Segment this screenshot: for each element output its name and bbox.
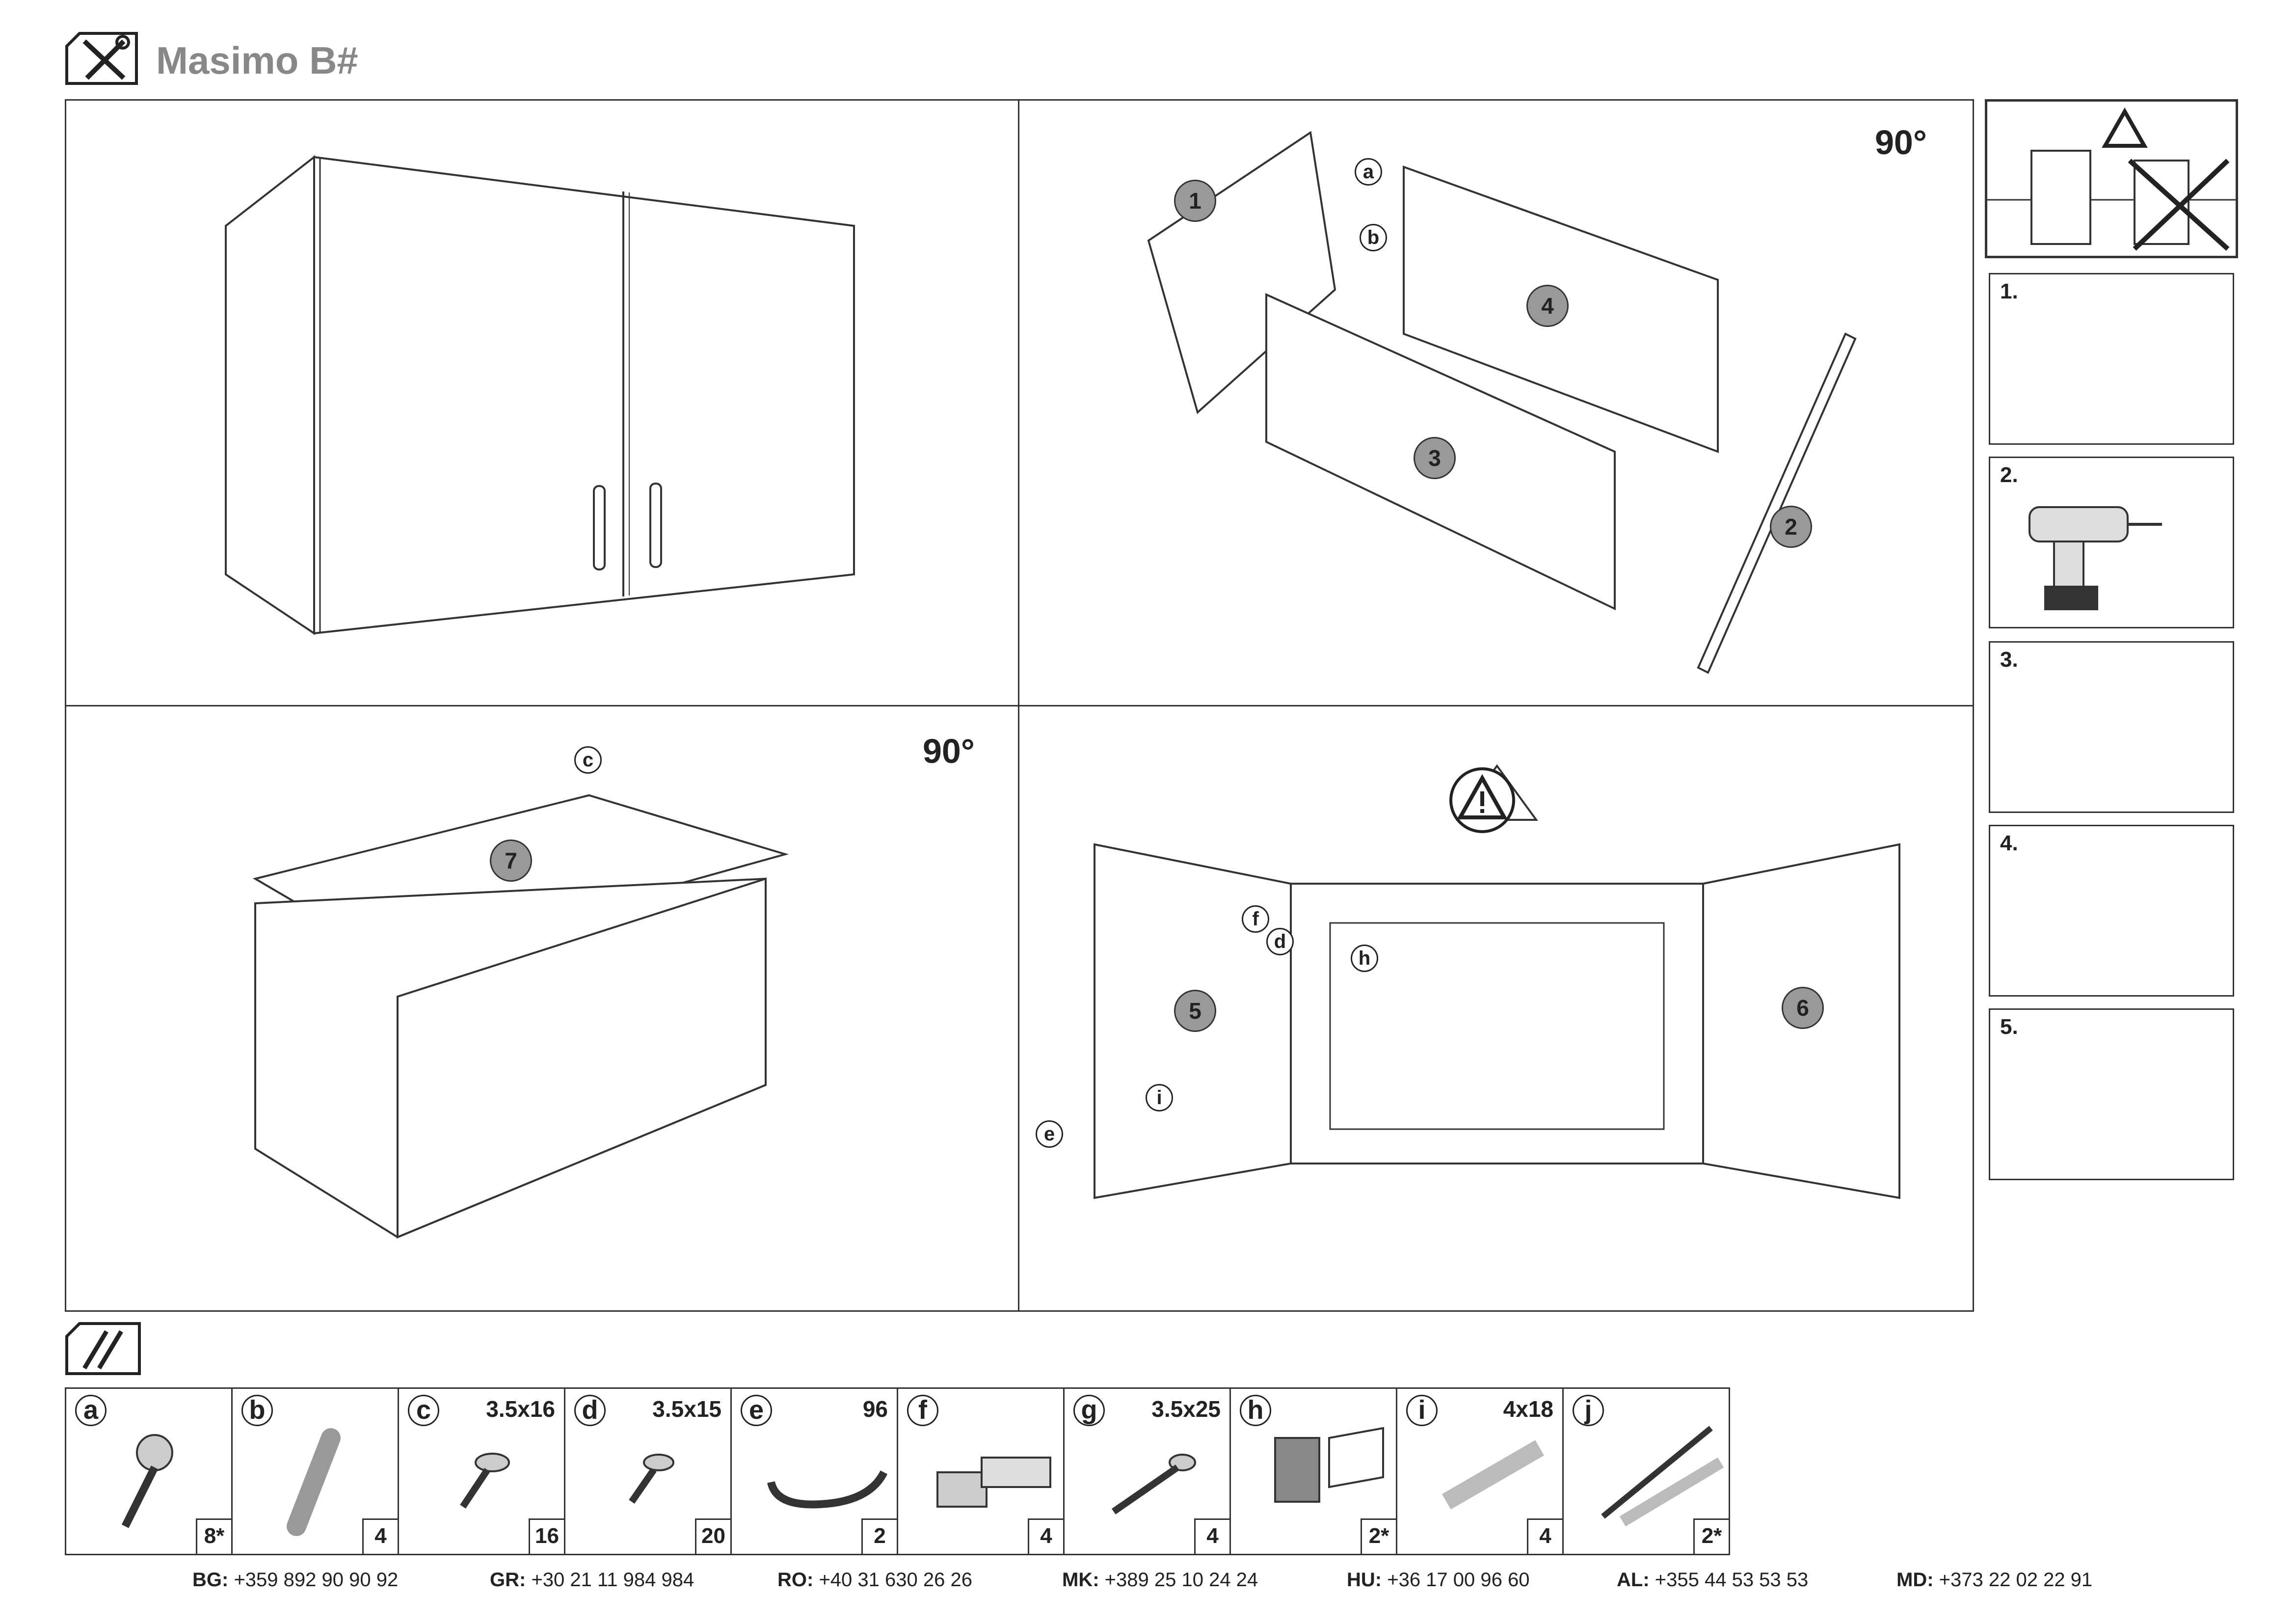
cam-lock-bolt-icon [121,1434,173,1528]
callout-c: c [574,746,602,774]
part-cell-c: c 3.5x16 16 [398,1387,565,1555]
part-letter: a [75,1395,107,1426]
phone-mk: MK: +389 25 10 24 24 [1062,1569,1258,1591]
callout-b: b [1360,224,1387,251]
grid-divider-h [65,705,1974,706]
parts-table: a 8* b 4 c 3.5x16 16 d 3.5x15 20 e 96 2 … [65,1387,1741,1555]
warning-icon [1448,766,1517,835]
part-cell-i: i 4x18 4 [1396,1387,1564,1555]
assembled-cabinet-illustration [206,147,893,650]
rotate-arrow-bottom: 90° [923,731,975,771]
rotate-angle-bottom: 90° [923,732,975,770]
side-step-5-number: 5. [2000,1015,2018,1039]
phone-hu: HU: +36 17 00 96 60 [1347,1569,1530,1591]
phone-bg: BG: +359 892 90 90 92 [192,1569,399,1591]
screw-icon [629,1454,674,1504]
callout-d: d [1266,928,1294,955]
side-step-3: 3. [1989,641,2234,813]
part-size: 96 [862,1396,888,1422]
part-cell-e: e 96 2 [730,1387,898,1555]
side-step-4: 4. [1989,825,2234,997]
rotate-angle-top: 90° [1875,123,1927,162]
part-size: 3.5x16 [486,1396,555,1422]
side-step-3-number: 3. [2000,648,2018,672]
part-cell-a: a 8* [65,1387,233,1555]
callout-a: a [1355,158,1382,186]
part-letter: f [907,1395,938,1426]
callout-h: h [1351,945,1378,972]
side-step-2-number: 2. [2000,463,2018,487]
part-size: 3.5x15 [652,1396,721,1422]
phone-md: MD: +373 22 02 22 91 [1896,1569,2093,1591]
screw-icon [1112,1454,1196,1515]
warning-step-box [1985,99,2238,258]
part-cell-j: j 2* [1562,1387,1730,1555]
part-qty: 2* [1361,1518,1396,1554]
wooden-dowel-icon [287,1428,341,1536]
hanging-bracket-icon [1274,1427,1384,1503]
part-qty: 4 [1194,1518,1229,1554]
part-qty: 2 [861,1518,897,1554]
part-qty: 8* [196,1518,231,1554]
screw-icon [460,1453,510,1509]
side-step-4-number: 4. [2000,831,2018,855]
part-letter: h [1240,1395,1271,1426]
part-qty: 4 [362,1518,398,1554]
part-cell-d: d 3.5x15 20 [564,1387,732,1555]
part-qty: 4 [1028,1518,1063,1554]
part-size: 4x18 [1503,1396,1553,1422]
panel-badge-6: 6 [1782,987,1824,1029]
callout-f: f [1242,905,1269,933]
part-letter: d [574,1395,606,1426]
wall-plug-screw-icon [1601,1426,1724,1527]
bolt-icon [1442,1440,1545,1510]
phone-ro: RO: +40 31 630 26 26 [777,1569,972,1591]
panel-badge-7: 7 [490,839,532,882]
drill-icon [2029,506,2162,610]
top-panel-illustration [236,766,825,1259]
side-step-1: 1. [1989,273,2234,445]
panel-badge-4: 4 [1526,285,1569,327]
part-qty: 2* [1693,1518,1729,1554]
part-qty: 4 [1527,1518,1562,1554]
callout-e: e [1036,1120,1063,1148]
part-letter: i [1406,1395,1438,1426]
hinge-icon [936,1457,1051,1508]
panel-badge-2: 2 [1770,506,1812,548]
part-cell-g: g 3.5x25 4 [1063,1387,1231,1555]
part-letter: g [1073,1395,1105,1426]
hardware-icon [65,1322,141,1376]
part-cell-b: b 4 [231,1387,399,1555]
part-letter: j [1573,1395,1604,1426]
part-qty: 20 [695,1518,730,1554]
phone-gr: GR: +30 21 11 984 984 [490,1569,694,1591]
callout-i: i [1146,1084,1173,1111]
part-qty: 16 [529,1518,564,1554]
part-letter: b [241,1395,273,1426]
handle-icon [767,1470,888,1509]
side-step-5: 5. [1989,1008,2234,1180]
tools-icon [65,31,138,85]
page-title: Masimo B# [156,39,358,82]
part-letter: e [741,1395,772,1426]
support-phones: BG: +359 892 90 90 92 GR: +30 21 11 984 … [0,1569,2296,1603]
panel-badge-1: 1 [1174,180,1216,222]
part-cell-h: h 2* [1229,1387,1397,1555]
side-step-1-number: 1. [2000,279,2018,303]
rotate-arrow-top: 90° [1875,123,1927,162]
panel-badge-5: 5 [1174,990,1216,1032]
part-cell-f: f 4 [897,1387,1065,1555]
phone-al: AL: +355 44 53 53 53 [1617,1569,1809,1591]
part-size: 3.5x25 [1151,1396,1221,1422]
side-step-2: 2. [1989,457,2234,628]
part-letter: c [408,1395,439,1426]
panel-badge-3: 3 [1414,437,1456,479]
